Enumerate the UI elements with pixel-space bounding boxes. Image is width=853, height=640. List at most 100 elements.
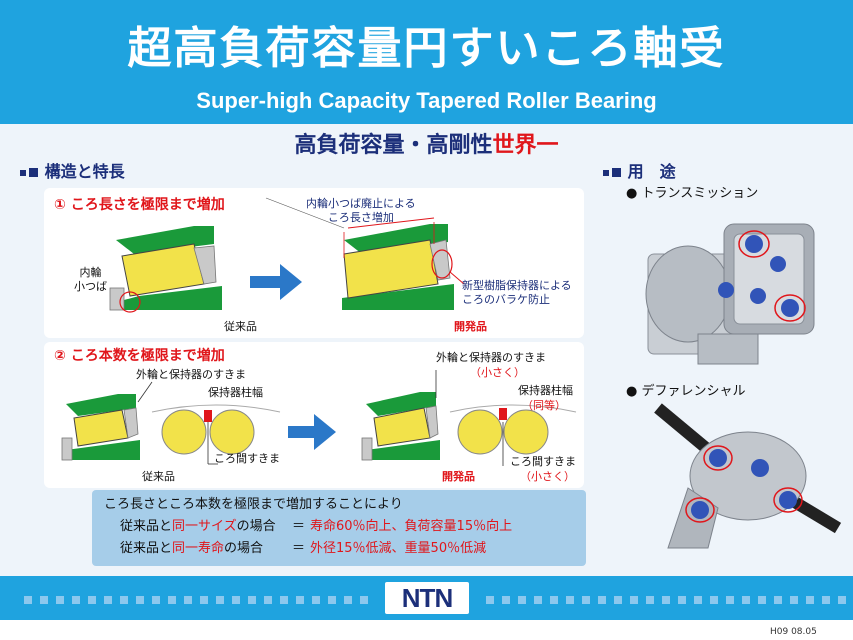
footer-dot xyxy=(534,596,542,604)
label-developed-1: 開発品 xyxy=(454,320,487,333)
conventional-roller-pair xyxy=(137,381,281,465)
document-code: H09 08.05 xyxy=(770,627,817,637)
footer-dot xyxy=(694,596,702,604)
note-flange-removal: 内輪小つば廃止による ころ長さ増加 xyxy=(306,197,416,224)
label-pillar-conventional: 保持器柱幅 xyxy=(208,386,263,399)
header-banner xyxy=(0,0,853,124)
footer-dot xyxy=(726,596,734,604)
footer-dot xyxy=(152,596,160,604)
developed-bearing-cross-section xyxy=(265,197,465,310)
footer-dot xyxy=(598,596,606,604)
footer-dot xyxy=(40,596,48,604)
ntn-logo: NTN xyxy=(385,582,469,614)
footer-dot xyxy=(790,596,798,604)
footer-dot xyxy=(758,596,766,604)
applications-heading: 用 途 xyxy=(603,162,676,182)
footer-dot xyxy=(24,596,32,604)
bullet-square-icon xyxy=(612,168,621,177)
conventional-bearing-cross-section xyxy=(109,226,222,313)
bullet-dot-icon: ● xyxy=(626,384,638,399)
tagline-highlight: 世界一 xyxy=(492,133,559,158)
developed-roller-pair xyxy=(435,370,577,466)
section1-title: ① ころ長さを極限まで増加 xyxy=(54,197,225,213)
bullet-square-icon xyxy=(603,169,609,176)
bullet-square-icon xyxy=(20,169,26,176)
structure-heading: 構造と特長 xyxy=(20,162,125,182)
footer-dot xyxy=(486,596,494,604)
summary-line1-prefix: 従来品と xyxy=(120,519,173,534)
footer-dot xyxy=(56,596,64,604)
footer-dot xyxy=(838,596,846,604)
label-cage-gap-developed-note: （小さく） xyxy=(470,366,525,379)
tagline-main: 高負荷容量・高剛性 xyxy=(294,133,493,158)
summary-line1-eq: ＝ xyxy=(292,519,306,534)
footer-dot xyxy=(104,596,112,604)
footer-dot xyxy=(312,596,320,604)
label-cage-gap-conventional: 外輪と保持器のすきま xyxy=(136,368,246,381)
label-roller-gap-developed-note: （小さく） xyxy=(520,470,575,483)
footer-dot xyxy=(200,596,208,604)
footer-dot xyxy=(678,596,686,604)
footer-dot xyxy=(710,596,718,604)
label-pillar-developed-note: （同等） xyxy=(522,399,566,412)
summary-line-same-size: 従来品と同一サイズの場合 xyxy=(120,518,276,536)
footer-dot xyxy=(662,596,670,604)
summary-line-same-life: 従来品と同一寿命の場合 xyxy=(120,540,263,558)
arrow-right-icon xyxy=(250,264,302,300)
footer-dot xyxy=(248,596,256,604)
transmission-image xyxy=(645,223,815,365)
footer-dot xyxy=(264,596,272,604)
note-resin-cage: 新型樹脂保持器による ころのバラケ防止 xyxy=(462,279,572,306)
label-conventional-1: 従来品 xyxy=(224,320,257,333)
footer-dot xyxy=(136,596,144,604)
footer-dot xyxy=(120,596,128,604)
application-differential-text: デファレンシャル xyxy=(641,384,746,399)
footer-dot xyxy=(550,596,558,604)
footer-dot xyxy=(806,596,814,604)
footer-dot xyxy=(328,596,336,604)
roller-count-diagram xyxy=(61,370,577,466)
bullet-square-icon xyxy=(29,168,38,177)
summary-line1-highlight: 同一サイズ xyxy=(172,519,237,534)
page-subtitle: Super-high Capacity Tapered Roller Beari… xyxy=(196,88,657,113)
structure-heading-text: 構造と特長 xyxy=(44,162,125,181)
applications-heading-text: 用 途 xyxy=(627,162,676,181)
footer-dot xyxy=(502,596,510,604)
footer-dot xyxy=(184,596,192,604)
section2-title: ② ころ本数を極限まで増加 xyxy=(54,348,225,364)
application-differential-label: ● デファレンシャル xyxy=(626,384,746,400)
label-roller-gap-developed: ころ間すきま xyxy=(510,455,576,468)
summary-line2-prefix: 従来品と xyxy=(120,541,173,556)
summary-line2-suffix: の場合 xyxy=(224,541,264,556)
footer-dot xyxy=(774,596,782,604)
summary-line1-suffix: の場合 xyxy=(236,519,276,534)
label-cage-gap-developed: 外輪と保持器のすきま xyxy=(436,351,546,364)
footer-dot xyxy=(582,596,590,604)
label-inner-flange: 内輪 小つば xyxy=(74,266,107,293)
footer-dot xyxy=(822,596,830,604)
footer-dot xyxy=(168,596,176,604)
developed-bearing-cross-section xyxy=(361,392,440,461)
tagline: 高負荷容量・高剛性世界一 xyxy=(0,130,853,162)
footer-dot xyxy=(630,596,638,604)
summary-line2-eq: ＝ xyxy=(292,541,306,556)
footer-dot xyxy=(566,596,574,604)
footer-dot xyxy=(646,596,654,604)
footer-dot xyxy=(296,596,304,604)
summary-line2-highlight: 同一寿命 xyxy=(172,541,225,556)
footer-dot xyxy=(518,596,526,604)
roller-length-diagram xyxy=(109,197,465,313)
footer-dot xyxy=(72,596,80,604)
arrow-right-icon xyxy=(288,414,336,450)
footer-dot xyxy=(232,596,240,604)
label-conventional-2: 従来品 xyxy=(142,470,175,483)
summary-line2-result: 外径15％低減、重量50％低減 xyxy=(310,541,487,556)
label-developed-2: 開発品 xyxy=(442,470,475,483)
summary-box xyxy=(92,490,586,566)
conventional-bearing-cross-section xyxy=(61,394,140,461)
label-roller-gap-conventional: ころ間すきま xyxy=(214,452,280,465)
footer-dot xyxy=(216,596,224,604)
application-transmission-text: トランスミッション xyxy=(641,186,759,201)
summary-intro: ころ長さところ本数を極限まで増加することにより xyxy=(104,497,403,512)
footer-dot xyxy=(360,596,368,604)
